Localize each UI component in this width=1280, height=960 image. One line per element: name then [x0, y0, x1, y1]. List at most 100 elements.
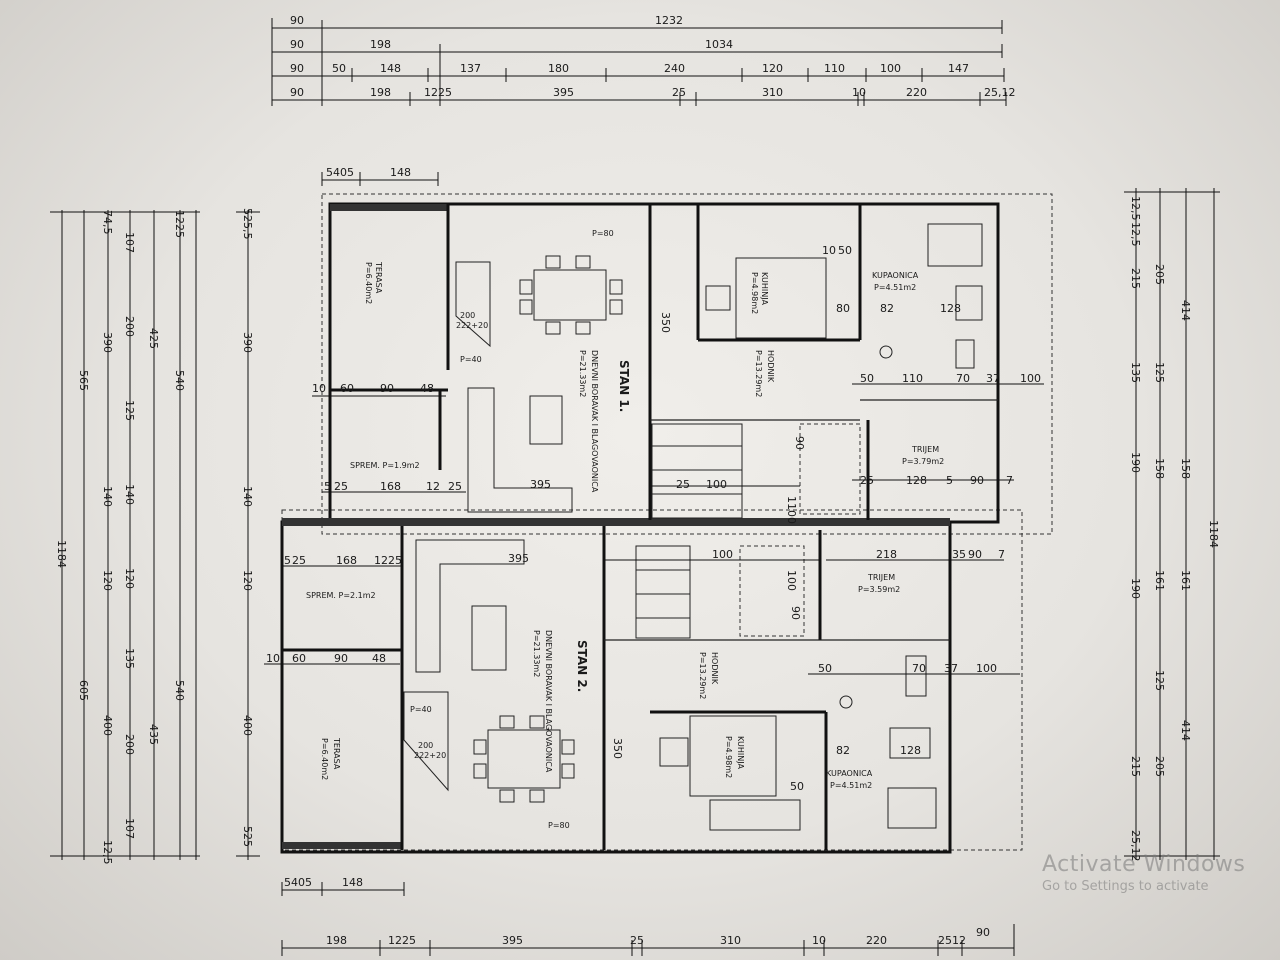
room-trijem-top-area: P=3.79m2	[902, 457, 944, 466]
top-dim-r3-4: 180	[548, 62, 569, 75]
room-trijem-bottom-area: P=3.59m2	[858, 585, 900, 594]
top-dim-r2-a: 90	[290, 38, 304, 51]
inner-kuhinja-top-1: 50	[838, 244, 852, 257]
room-dnevni-top-name: DNEVNI BORAVAK I BLAGOVAONICA	[590, 350, 599, 493]
left-dim-c6-bottom: 525	[241, 826, 254, 847]
inner-door-bottom-1: 222+20	[414, 751, 446, 760]
inner-bottom-terasa-3: 48	[372, 652, 386, 665]
inner-living-395-bottom: 395	[508, 552, 529, 565]
left-dim-c6-0: 390	[241, 332, 254, 353]
inner-trijem-bottom-r2-0: 50	[818, 662, 832, 675]
bottom-dim-2: 395	[502, 934, 523, 947]
right-dim-c2-2: 158	[1153, 458, 1166, 479]
inner-kuhinja-top-2: 128	[940, 302, 961, 315]
inner-stairs-top-0: 25	[676, 478, 690, 491]
right-dim-c2-1: 125	[1153, 362, 1166, 383]
top-dim-r3-8: 100	[880, 62, 901, 75]
inner-kuhinja-bottom-0: 128	[900, 744, 921, 757]
furniture	[403, 223, 983, 831]
stan-1-label: STAN 1.	[617, 360, 631, 412]
right-dim-c2-0: 205	[1153, 264, 1166, 285]
inner-sprem-bottom-0: 5	[284, 554, 291, 567]
room-kuhinja-top-area: P=4.98m2	[750, 272, 759, 314]
bottom-small-dim-a: 5405	[284, 876, 312, 889]
bottom-dimension-chain: 5405 148 198 1225 395 25 310 10 220 2512…	[281, 876, 1015, 956]
left-dim-c4-6: 200	[123, 734, 136, 755]
inner-trijem-bottom-r2-2: 37	[944, 662, 958, 675]
room-terasa-top-area: P=6.40m2	[364, 262, 373, 304]
inner-90-top: 90	[793, 436, 806, 450]
inner-top-terasa-2: 90	[380, 382, 394, 395]
room-kupaonica-top-name: KUPAONICA	[872, 271, 919, 280]
bottom-dim-8: 90	[976, 926, 990, 939]
right-dim-c4-1: 161	[1179, 570, 1192, 591]
right-dim-c1-1: 135	[1129, 362, 1142, 383]
inner-trijem-top-r1-0: 50	[860, 372, 874, 385]
inner-trijem-top-r1-3: 37	[986, 372, 1000, 385]
inner-trijem-top-r1-1: 110	[902, 372, 923, 385]
left-dim-c4-1: 200	[123, 316, 136, 337]
top-small-dim-a: 5405	[326, 166, 354, 179]
inner-trijem-top-r1-2: 70	[956, 372, 970, 385]
top-dim-r3-2: 148	[380, 62, 401, 75]
left-dim-outer: 1184	[55, 540, 68, 568]
activation-watermark: Activate Windows Go to Settings to activ…	[1042, 852, 1245, 894]
top-dim-r2-b: 198	[370, 38, 391, 51]
inner-trijem-bottom-r1-0: 218	[876, 548, 897, 561]
top-dim-r3-1: 50	[332, 62, 346, 75]
right-dim-c1-4: 215	[1129, 756, 1142, 777]
room-kupaonica-bottom-area: P=4.51m2	[830, 781, 872, 790]
room-hodnik-top-name: HODNIK	[766, 350, 775, 383]
top-dim-r1-b: 1232	[655, 14, 683, 27]
top-dim-r2-c: 1034	[705, 38, 733, 51]
room-hodnik-bottom-area: P=13.29m2	[698, 652, 707, 699]
top-dim-r3-3: 137	[460, 62, 481, 75]
bottom-dim-1: 1225	[388, 934, 416, 947]
top-dim-r4-3: 395	[553, 86, 574, 99]
room-labels: TERASA P=6.40m2 DNEVNI BORAVAK I BLAGOVA…	[306, 261, 944, 790]
bottom-dim-5: 10	[812, 934, 826, 947]
bottom-dim-0: 198	[326, 934, 347, 947]
inner-living-395-top: 395	[530, 478, 551, 491]
inner-90-bottom: 90	[789, 606, 802, 620]
room-hodnik-top-area: P=13.29m2	[754, 350, 763, 397]
top-dim-r4-5: 310	[762, 86, 783, 99]
inner-trijem-top-r2-1: 128	[906, 474, 927, 487]
inner-sprem-top-0: 5	[324, 480, 331, 493]
left-dim-c4-3: 140	[123, 484, 136, 505]
room-kupaonica-bottom-name: KUPAONICA	[826, 769, 873, 778]
top-dim-r3-9: 147	[948, 62, 969, 75]
top-small-dim-b: 148	[390, 166, 411, 179]
right-dim-c1-0: 215	[1129, 268, 1142, 289]
inner-trijem-bottom-r2-3: 100	[976, 662, 997, 675]
top-dim-r4-6: 10	[852, 86, 866, 99]
inner-p40-bottom: P=40	[410, 705, 432, 714]
inner-sprem-top-2: 168	[380, 480, 401, 493]
inner-sprem-top-3: 12	[426, 480, 440, 493]
right-dim-c1-2: 190	[1129, 452, 1142, 473]
inner-door-bottom-0: 200	[418, 741, 433, 750]
inner-trijem-top-r2-4: 7	[1006, 474, 1013, 487]
inner-350-bottom: 350	[611, 738, 624, 759]
inner-top-terasa-1: 60	[340, 382, 354, 395]
inner-stairs-bottom-1: 100	[785, 570, 798, 591]
inner-trijem-top-r2-3: 90	[970, 474, 984, 487]
left-dim-c5-0: 425	[147, 328, 160, 349]
inner-kuhinja-bottom-2: 50	[790, 780, 804, 793]
watermark-subtitle: Go to Settings to activate	[1042, 879, 1209, 894]
top-dim-r3-0: 90	[290, 62, 304, 75]
bottom-dim-3: 25	[630, 934, 644, 947]
inner-350-top: 350	[659, 312, 672, 333]
left-dim-c6-2: 120	[241, 570, 254, 591]
inner-dimensions: 10 60 90 48 5 25 168 12 25 395 25 100 11…	[264, 229, 1044, 830]
watermark-title: Activate Windows	[1042, 852, 1246, 877]
left-dim-c3-2: 120	[101, 570, 114, 591]
inner-sprem-bottom-1: 25	[292, 554, 306, 567]
inner-p80-bottom: P=80	[548, 821, 570, 830]
top-dim-r4-4: 25	[672, 86, 686, 99]
left-dim-c4-5: 135	[123, 648, 136, 669]
inner-sprem-bottom-2: 168	[336, 554, 357, 567]
inner-trijem-bottom-r1-2: 90	[968, 548, 982, 561]
inner-sprem-top-1: 25	[334, 480, 348, 493]
left-dim-c3-0: 390	[101, 332, 114, 353]
